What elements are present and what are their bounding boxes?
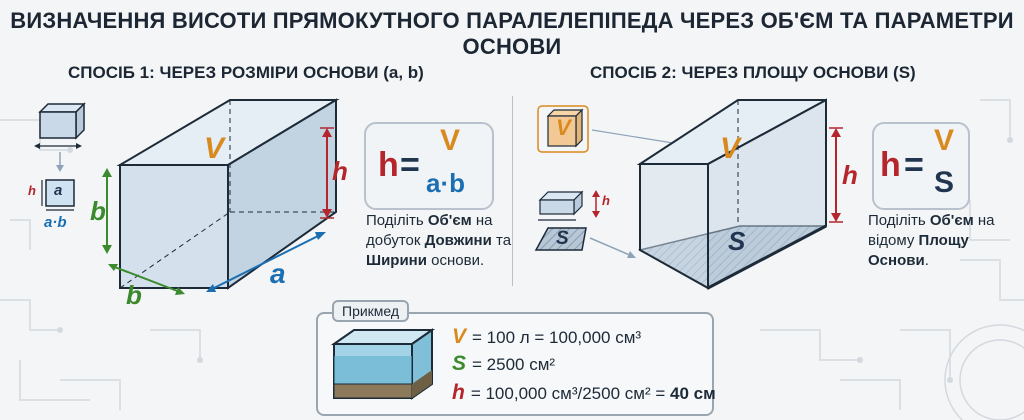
- height-label-1: h: [332, 156, 348, 186]
- small-area-label: S: [556, 228, 569, 249]
- page-title: ВИЗНАЧЕННЯ ВИСОТИ ПРЯМОКУТНОГО ПАРАЛЕЛЕП…: [10, 8, 1014, 59]
- example-area: S= 2500 см²: [452, 352, 556, 375]
- volume-label-1: V: [204, 132, 225, 165]
- method1-heading: СПОСІБ 1: ЧЕРЕЗ РОЗМІРИ ОСНОВИ (a, b): [68, 63, 424, 82]
- formula2-h: h: [880, 146, 901, 184]
- method2-heading: СПОСІБ 2: ЧЕРЕЗ ПЛОЩУ ОСНОВИ (S): [590, 63, 916, 82]
- volume-label-2: V: [720, 132, 741, 165]
- small-ab-label: a·b: [44, 214, 67, 231]
- base-area-icon: [534, 227, 587, 251]
- width-label-bottom: b: [126, 280, 142, 310]
- width-label-vertical: b: [90, 196, 106, 226]
- formula1-numerator: V: [440, 124, 461, 157]
- method1-note: Поділіть Об'єм на добуток Довжини та Шир…: [366, 212, 512, 269]
- formula2-equals: =: [904, 146, 924, 184]
- formula1-h: h: [378, 146, 399, 184]
- example-volume: V= 100 л = 100,000 см³: [452, 325, 642, 348]
- small-height-label-2: h: [602, 193, 610, 208]
- volume-small-label: V: [556, 115, 571, 140]
- parallelepiped-2: [636, 98, 827, 290]
- small-cube-icon: [38, 102, 86, 140]
- section-divider: [512, 96, 513, 286]
- method2-note: Поділіть Об'єм на відому Площу Основи.: [868, 212, 995, 269]
- formula1-denominator: a·b: [426, 168, 465, 198]
- small-a-label: a: [54, 182, 63, 199]
- formula1-equals: =: [400, 146, 420, 184]
- small-height-label: h: [28, 183, 36, 198]
- formula2-numerator: V: [934, 124, 955, 157]
- volume-cube-icon: [537, 105, 589, 153]
- parallelepiped-1: [116, 98, 340, 290]
- example-height: h= 100,000 см³/2500 см² = 40 см: [452, 381, 716, 404]
- example-tab: Прикмед: [332, 300, 410, 322]
- formula-box-1: [364, 122, 494, 210]
- aquarium-icon: [330, 328, 436, 400]
- height-label-2: h: [842, 160, 858, 190]
- small-box-icon: [538, 190, 584, 216]
- base-square-icon: [45, 179, 75, 207]
- formula-box-2: [872, 122, 970, 210]
- area-label: S: [728, 226, 746, 256]
- length-label: a: [270, 258, 286, 289]
- formula2-denominator: S: [934, 166, 955, 199]
